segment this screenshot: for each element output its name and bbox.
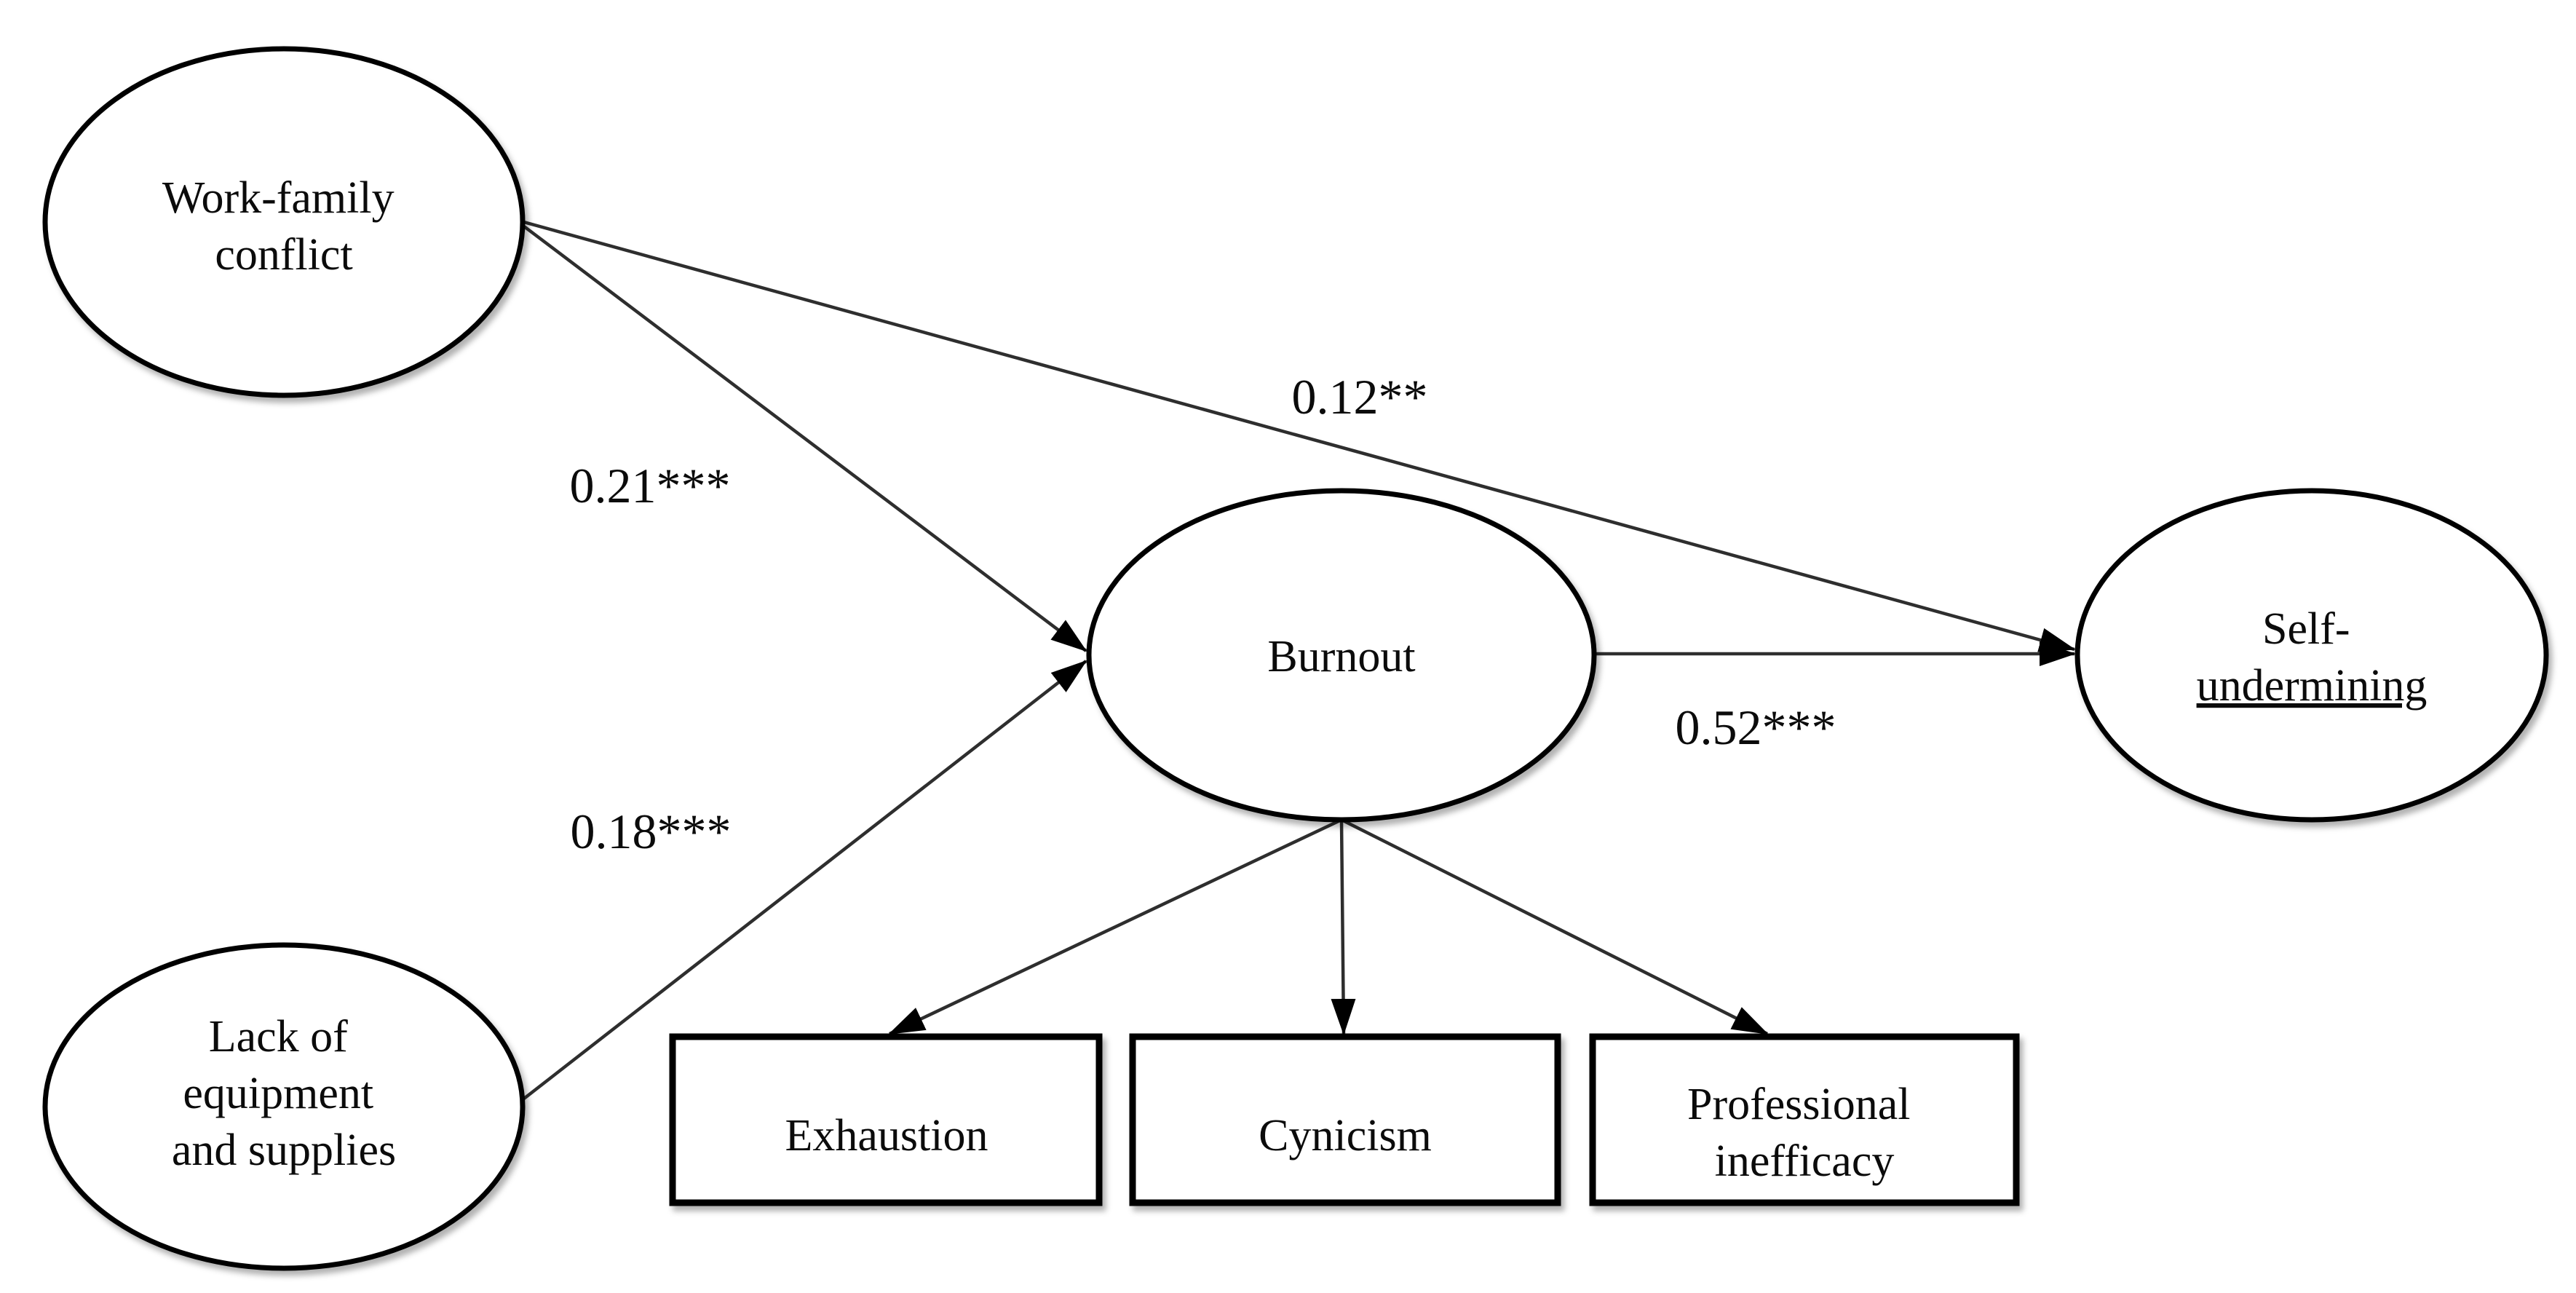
- exhaustion-label-line-1: Exhaustion: [785, 1111, 988, 1160]
- arrow-wfc-to-self-undermining: [520, 219, 2076, 652]
- burnout-ellipse: [1086, 488, 1597, 823]
- coef-wfc-self-undermining: 0.12**: [1292, 369, 1428, 424]
- arrow-wfc-to-burnout: [520, 223, 1087, 652]
- work-family-conflict-label: Work-family conflict: [162, 173, 405, 280]
- coef-wfc-burnout: 0.21***: [570, 458, 731, 513]
- arrow-burnout-to-professional-inefficacy: [1340, 818, 1769, 1036]
- self-undermining-label: Self- undermining: [2197, 604, 2428, 711]
- professional-inefficacy-label: Professional inefficacy: [1687, 1080, 1922, 1186]
- coef-burnout-self-undermining: 0.52***: [1676, 700, 1836, 755]
- professional-inefficacy-box: [1589, 1033, 2020, 1206]
- su-label-line-1: Self-: [2262, 604, 2350, 654]
- burnout-label-line-1: Burnout: [1267, 632, 1415, 681]
- prof-inefficacy-label-line-2: inefficacy: [1715, 1136, 1895, 1186]
- arrow-burnout-to-exhaustion: [888, 818, 1342, 1036]
- wfc-label-line-1: Work-family: [162, 173, 395, 223]
- exhaustion-box: [669, 1033, 1103, 1206]
- les-label-line-2: equipment: [183, 1069, 373, 1118]
- prof-inefficacy-label-line-1: Professional: [1687, 1080, 1911, 1129]
- cynicism-box: [1129, 1033, 1561, 1206]
- su-label-line-2: undermining: [2197, 661, 2428, 711]
- coefficient-labels: 0.21*** 0.18*** 0.12** 0.52***: [570, 369, 1836, 859]
- coef-les-burnout: 0.18***: [571, 804, 732, 859]
- exhaustion-label: Exhaustion: [785, 1111, 988, 1160]
- latent-nodes: Work-family conflict Lack of equipment a…: [42, 46, 2549, 1271]
- work-family-conflict-ellipse: [42, 46, 526, 398]
- wfc-label-line-2: conflict: [215, 230, 352, 280]
- cynicism-label: Cynicism: [1259, 1111, 1432, 1160]
- les-label-line-3: and supplies: [172, 1126, 396, 1175]
- arrow-les-to-burnout: [520, 660, 1087, 1102]
- les-label-line-1: Lack of: [209, 1012, 348, 1061]
- cynicism-label-line-1: Cynicism: [1259, 1111, 1432, 1160]
- burnout-label: Burnout: [1267, 632, 1415, 681]
- lack-of-equipment-ellipse: [42, 942, 526, 1271]
- indicator-boxes: Exhaustion Cynicism Professional ineffic…: [669, 1033, 2020, 1206]
- self-undermining-ellipse: [2074, 488, 2549, 823]
- arrow-burnout-to-cynicism: [1331, 819, 1356, 1035]
- path-arrows: [520, 219, 2076, 1102]
- lack-of-equipment-label: Lack of equipment and supplies: [172, 1012, 396, 1175]
